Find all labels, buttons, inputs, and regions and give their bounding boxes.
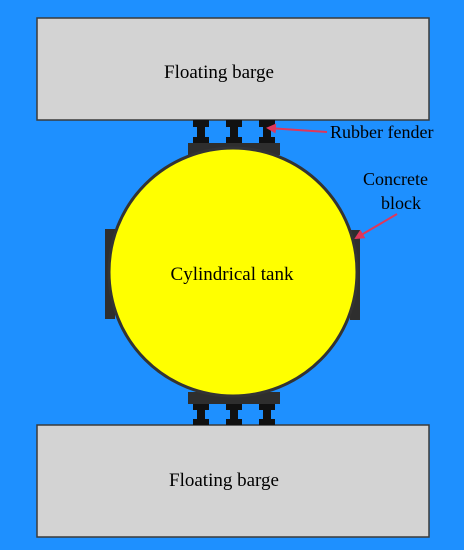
- rubber-fender-label: Rubber fender: [330, 122, 433, 142]
- concrete-block-label-line2: block: [381, 193, 421, 213]
- rubber-fender-bottom-3: [259, 404, 275, 425]
- top-barge-label: Floating barge: [164, 62, 274, 83]
- concrete-block-callout-arrow: [354, 213, 398, 240]
- rubber-fender-top-2: [226, 120, 242, 143]
- top-floating-barge: [36, 17, 430, 121]
- bottom-barge-label: Floating barge: [169, 470, 279, 491]
- concrete-block-label-line1: Concrete: [363, 169, 428, 189]
- fender-callout-arrow: [266, 123, 328, 134]
- cylindrical-tank: [107, 146, 359, 398]
- rubber-fender-bottom-1: [193, 404, 209, 425]
- rubber-fender-bottom-2: [226, 404, 242, 425]
- tank-label: Cylindrical tank: [171, 264, 294, 285]
- rubber-fender-top-1: [193, 120, 209, 143]
